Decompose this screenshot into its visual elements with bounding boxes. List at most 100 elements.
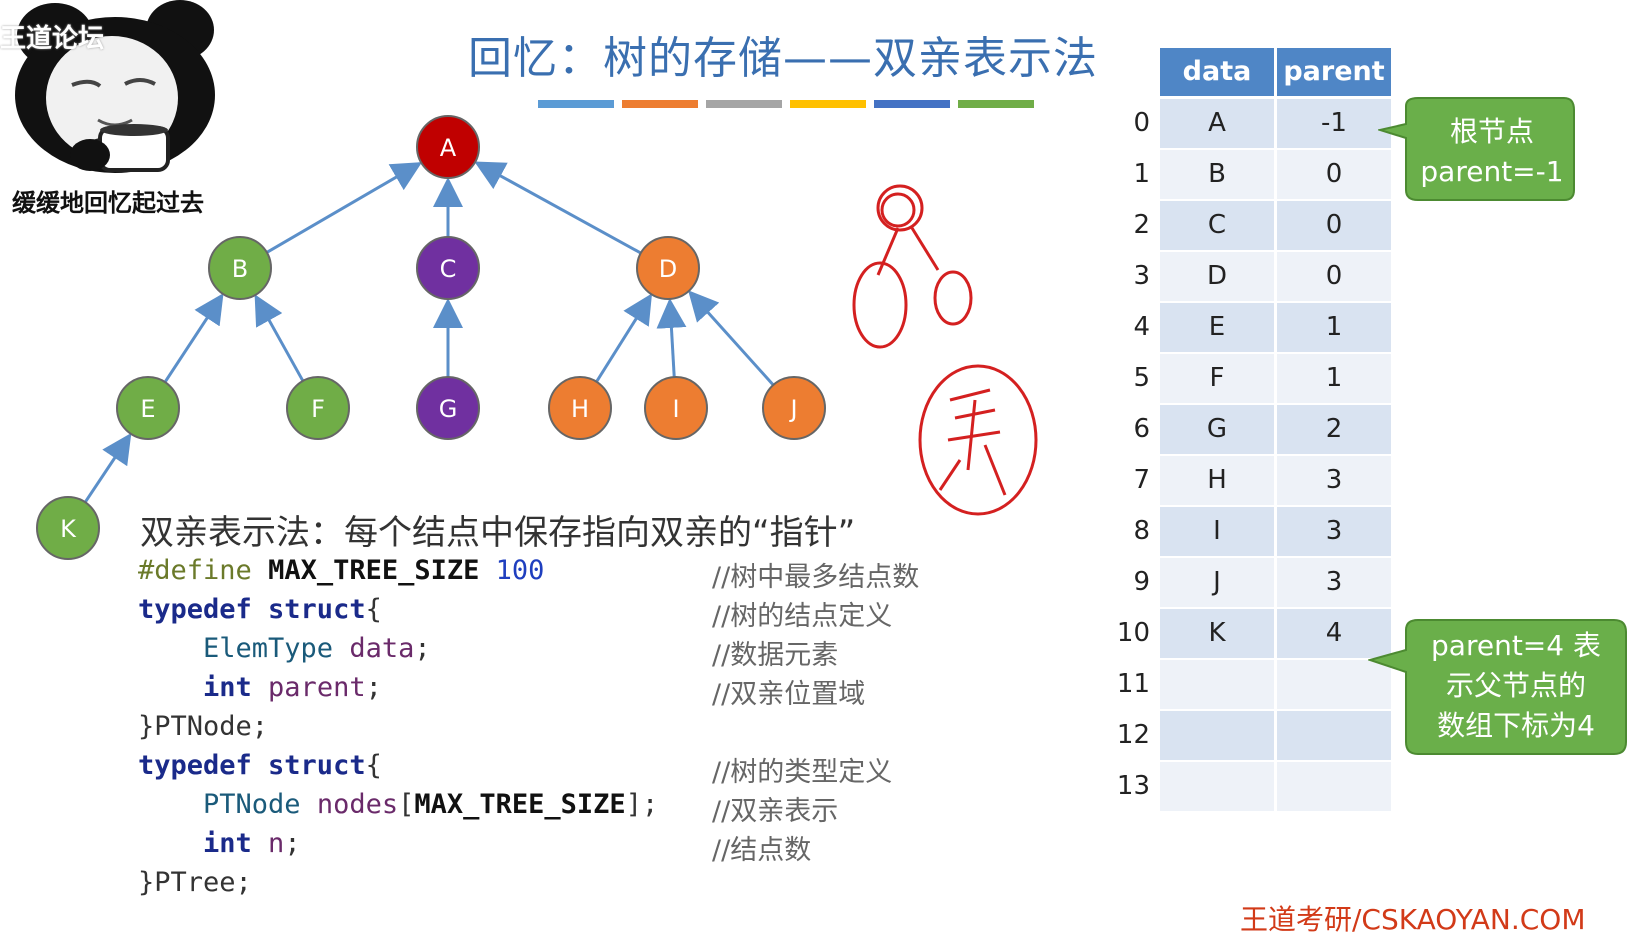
handwritten-sketch-tree (852, 184, 973, 349)
code-line-typedef-2: typedef struct{ (138, 750, 382, 781)
table-header-data: data (1160, 48, 1274, 96)
tree-node-d: D (636, 236, 700, 300)
tree-node-f: F (286, 376, 350, 440)
callout-k: parent=4 表 示父节点的 数组下标为4 (1410, 626, 1622, 746)
tree-edge-f-to-b (254, 294, 305, 382)
table-row-index: 13 (1116, 771, 1150, 801)
code-define-name: MAX_TREE_SIZE (268, 555, 480, 586)
callout-root-line1: 根节点 (1449, 115, 1534, 148)
tree-node-circle (416, 376, 480, 440)
callout-root: 根节点 parent=-1 (1408, 112, 1576, 192)
code-comment: //双亲表示 (712, 796, 839, 827)
code-line-parent: int parent; (203, 672, 382, 703)
tree-node-circle (762, 376, 826, 440)
tree-node-label: F (311, 395, 325, 423)
tree-edge-i-to-d (656, 297, 687, 378)
code-brace: { (365, 750, 382, 781)
tree-node-i: I (644, 376, 708, 440)
code-line-ptnode: }PTNode; (138, 711, 269, 742)
tree-node-circle (36, 496, 100, 560)
table-row-index: 5 (1133, 363, 1150, 393)
code-var: data (349, 633, 415, 664)
table-cell-data: I (1160, 507, 1274, 556)
code-line-ptree: }PTree; (138, 867, 252, 898)
tree-edge-b-to-a (266, 162, 423, 254)
tree-node-g: G (416, 376, 480, 440)
code-var: parent (268, 672, 366, 703)
table-cell-parent: 1 (1277, 303, 1391, 352)
tree-node-e: E (116, 376, 180, 440)
table-cell-data (1160, 762, 1274, 811)
callout-k-line3: 数组下标为4 (1437, 709, 1595, 742)
code-var: nodes (316, 789, 399, 820)
table-cell-parent: 1 (1277, 354, 1391, 403)
title-bar-1 (538, 100, 614, 108)
table-row-index: 0 (1133, 108, 1150, 138)
handwritten-circled-char (918, 364, 1038, 516)
code-type: ElemType (203, 633, 334, 664)
table-cell-parent: 3 (1277, 507, 1391, 556)
table-row-index: 2 (1133, 210, 1150, 240)
tree-node-circle (208, 236, 272, 300)
table-cell-parent: 3 (1277, 456, 1391, 505)
tree-node-label: B (232, 255, 248, 283)
tree-node-circle (548, 376, 612, 440)
tree-node-label: D (659, 255, 677, 283)
code-line-typedef-1: typedef struct{ (138, 594, 382, 625)
table-cell-parent: -1 (1277, 99, 1391, 148)
code-comment: //数据元素 (712, 640, 839, 671)
table-cell-data (1160, 660, 1274, 709)
table-cell-data: H (1160, 456, 1274, 505)
table-row-index: 7 (1133, 465, 1150, 495)
site-watermark: 王道考研/CSKAOYAN.COM (1240, 903, 1586, 936)
tree-node-label: G (439, 395, 458, 423)
table-cell-data: D (1160, 252, 1274, 301)
tree-node-j: J (762, 376, 826, 440)
code-var: n (268, 828, 285, 859)
table-cell-parent: 0 (1277, 150, 1391, 199)
table-cell-parent: 3 (1277, 558, 1391, 607)
table-row-index: 11 (1116, 669, 1150, 699)
table-cell-data (1160, 711, 1274, 760)
table-cell-data: E (1160, 303, 1274, 352)
meme-watermark: 王道论坛 (0, 24, 105, 54)
tree-node-label: J (788, 395, 797, 423)
code-line-n: int n; (203, 828, 301, 859)
table-cell-data: B (1160, 150, 1274, 199)
table-cell-data: F (1160, 354, 1274, 403)
tree-node-circle (116, 376, 180, 440)
meme-caption: 缓缓地回忆起过去 (12, 189, 204, 217)
tree-node-circle (286, 376, 350, 440)
code-comment: //结点数 (712, 835, 812, 866)
tree-node-label: A (440, 134, 457, 162)
code-typedef-keyword: typedef struct (138, 594, 366, 625)
callout-root-line2: parent=-1 (1420, 155, 1564, 188)
callout-k-line1: parent=4 表 (1431, 629, 1601, 662)
tree-node-label: E (140, 395, 155, 423)
tree-node-circle (416, 115, 480, 179)
code-define-value: 100 (495, 555, 545, 586)
tree-edges (83, 161, 775, 504)
code-type: PTNode (203, 789, 301, 820)
title-bar-3 (706, 100, 782, 108)
code-type: int (203, 672, 252, 703)
table-row-index: 10 (1116, 618, 1150, 648)
table-cell-parent (1277, 762, 1391, 811)
table-cell-data: K (1160, 609, 1274, 658)
table-cell-parent: 4 (1277, 609, 1391, 658)
table-cell-data: A (1160, 99, 1274, 148)
tree-node-label: I (672, 395, 679, 423)
table-row-index: 3 (1133, 261, 1150, 291)
table-cell-data: J (1160, 558, 1274, 607)
tree-node-a: A (416, 115, 480, 179)
tree-node-b: B (208, 236, 272, 300)
table-row-index: 6 (1133, 414, 1150, 444)
tree-edge-d-to-a (474, 161, 642, 255)
title-bar-5 (874, 100, 950, 108)
tree-edge-h-to-d (595, 293, 653, 383)
table-cell-parent (1277, 660, 1391, 709)
table-row-index: 12 (1116, 720, 1150, 750)
callout-root-shape (1378, 97, 1575, 201)
